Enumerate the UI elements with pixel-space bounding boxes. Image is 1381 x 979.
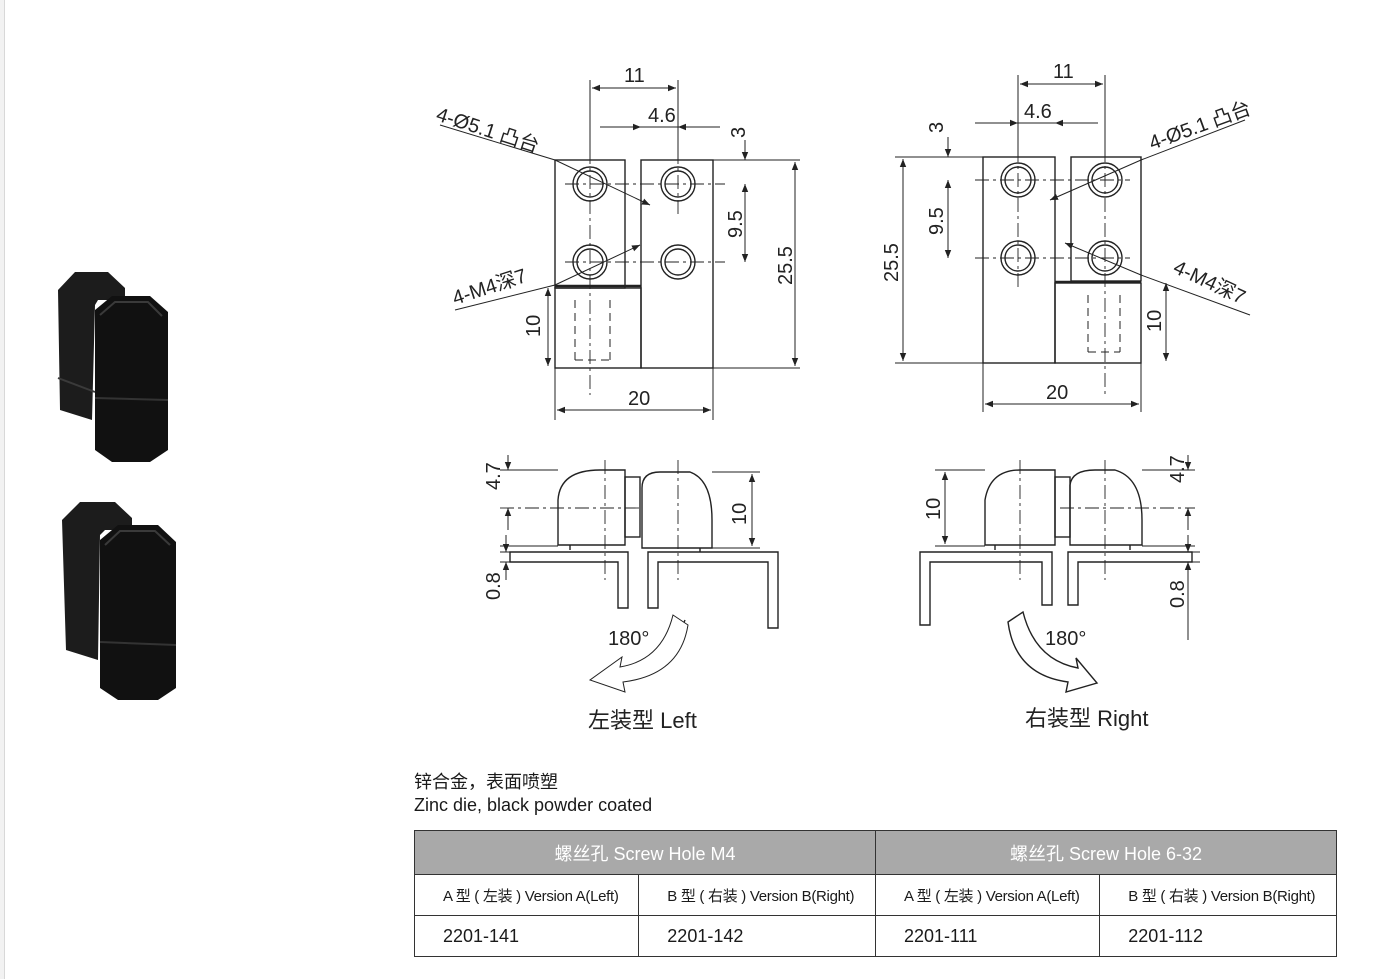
- right-side-dimensions: [935, 455, 1200, 693]
- table-row: A 型 ( 左装 ) Version A(Left) B 型 ( 右装 ) Ve…: [413, 874, 1337, 916]
- dim-20-right: 20: [1046, 382, 1068, 404]
- page-edge-rule: [0, 0, 5, 979]
- dim-11-right: 11: [1053, 61, 1074, 83]
- dim-3-left: 3: [728, 127, 750, 138]
- dim-10-left: 10: [523, 315, 545, 337]
- left-side-labels: 4.7 10 0.8 180° 左装型 Left: [483, 462, 751, 733]
- dim-9-5-left: 9.5: [725, 210, 747, 238]
- dim-4-7-right: 4.7: [1167, 455, 1189, 483]
- right-front-view: [975, 148, 1142, 395]
- left-front-labels: 11 4.6 3 9.5 25.5 20 10 4-Ø5.1 凸台 4-M4深7: [433, 65, 797, 410]
- dim-0-8-right: 0.8: [1167, 580, 1189, 608]
- caption-right: 右装型 Right: [1025, 706, 1148, 731]
- callout-boss-left: 4-Ø5.1 凸台: [433, 103, 542, 158]
- dim-4-7-left: 4.7: [483, 462, 505, 490]
- material-note-cn: 锌合金，表面喷塑: [414, 772, 558, 792]
- dim-10-side-left: 10: [729, 503, 751, 525]
- part-number-table: 螺丝孔 Screw Hole M4 螺丝孔 Screw Hole 6-32 A …: [413, 830, 1338, 957]
- product-photo-bottom: [62, 502, 177, 700]
- callout-boss-right: 4-Ø5.1 凸台: [1146, 97, 1254, 155]
- caption-left: 左装型 Left: [588, 708, 697, 733]
- rotation-left: 180°: [608, 628, 649, 650]
- dim-11-left: 11: [624, 65, 645, 87]
- rotation-right: 180°: [1045, 628, 1086, 650]
- table-header-row: 螺丝孔 Screw Hole M4 螺丝孔 Screw Hole 6-32: [414, 830, 1338, 875]
- dim-10-right: 10: [1144, 310, 1166, 332]
- dim-25-5-right: 25.5: [881, 243, 903, 282]
- product-photo-top: [57, 272, 169, 462]
- left-side-dimensions: [500, 455, 760, 693]
- group-header-m4: 螺丝孔 Screw Hole M4: [414, 830, 876, 875]
- right-front-labels: 11 4.6 3 9.5 25.5 20 10 4-Ø5.1 凸台 4-M4深7: [881, 61, 1254, 404]
- version-cell: A 型 ( 左装 ) Version A(Left): [874, 874, 1101, 916]
- dim-10-side-right: 10: [923, 498, 945, 520]
- dim-4-6-left: 4.6: [648, 105, 676, 127]
- dim-3-right: 3: [926, 122, 948, 133]
- left-front-dimensions: [439, 80, 800, 420]
- part-number-cell: 2201-142: [638, 915, 876, 957]
- dim-0-8-left: 0.8: [483, 572, 505, 600]
- dim-25-5-left: 25.5: [775, 246, 797, 285]
- right-side-labels: 10 4.7 0.8 180° 右装型 Right: [923, 455, 1189, 731]
- right-side-view: [919, 460, 1195, 626]
- version-cell: A 型 ( 左装 ) Version A(Left): [413, 874, 640, 916]
- right-front-dimensions: [895, 75, 1251, 412]
- dim-20-left: 20: [628, 388, 650, 410]
- left-side-view: [500, 460, 779, 629]
- part-number-cell: 2201-112: [1099, 915, 1337, 957]
- callout-thread-right: 4-M4深7: [1170, 256, 1249, 309]
- callout-thread-left: 4-M4深7: [449, 264, 529, 310]
- group-header-6-32: 螺丝孔 Screw Hole 6-32: [874, 830, 1338, 875]
- left-front-view: [554, 150, 725, 395]
- table-row: 2201-141 2201-142 2201-111 2201-112: [413, 915, 1337, 957]
- version-cell: B 型 ( 右装 ) Version B(Right): [1099, 874, 1337, 916]
- version-cell: B 型 ( 右装 ) Version B(Right): [638, 874, 876, 916]
- material-note-en: Zinc die, black powder coated: [414, 795, 653, 815]
- dim-4-6-right: 4.6: [1024, 101, 1052, 123]
- part-number-cell: 2201-111: [874, 915, 1101, 957]
- dim-9-5-right: 9.5: [926, 207, 948, 235]
- part-number-cell: 2201-141: [413, 915, 640, 957]
